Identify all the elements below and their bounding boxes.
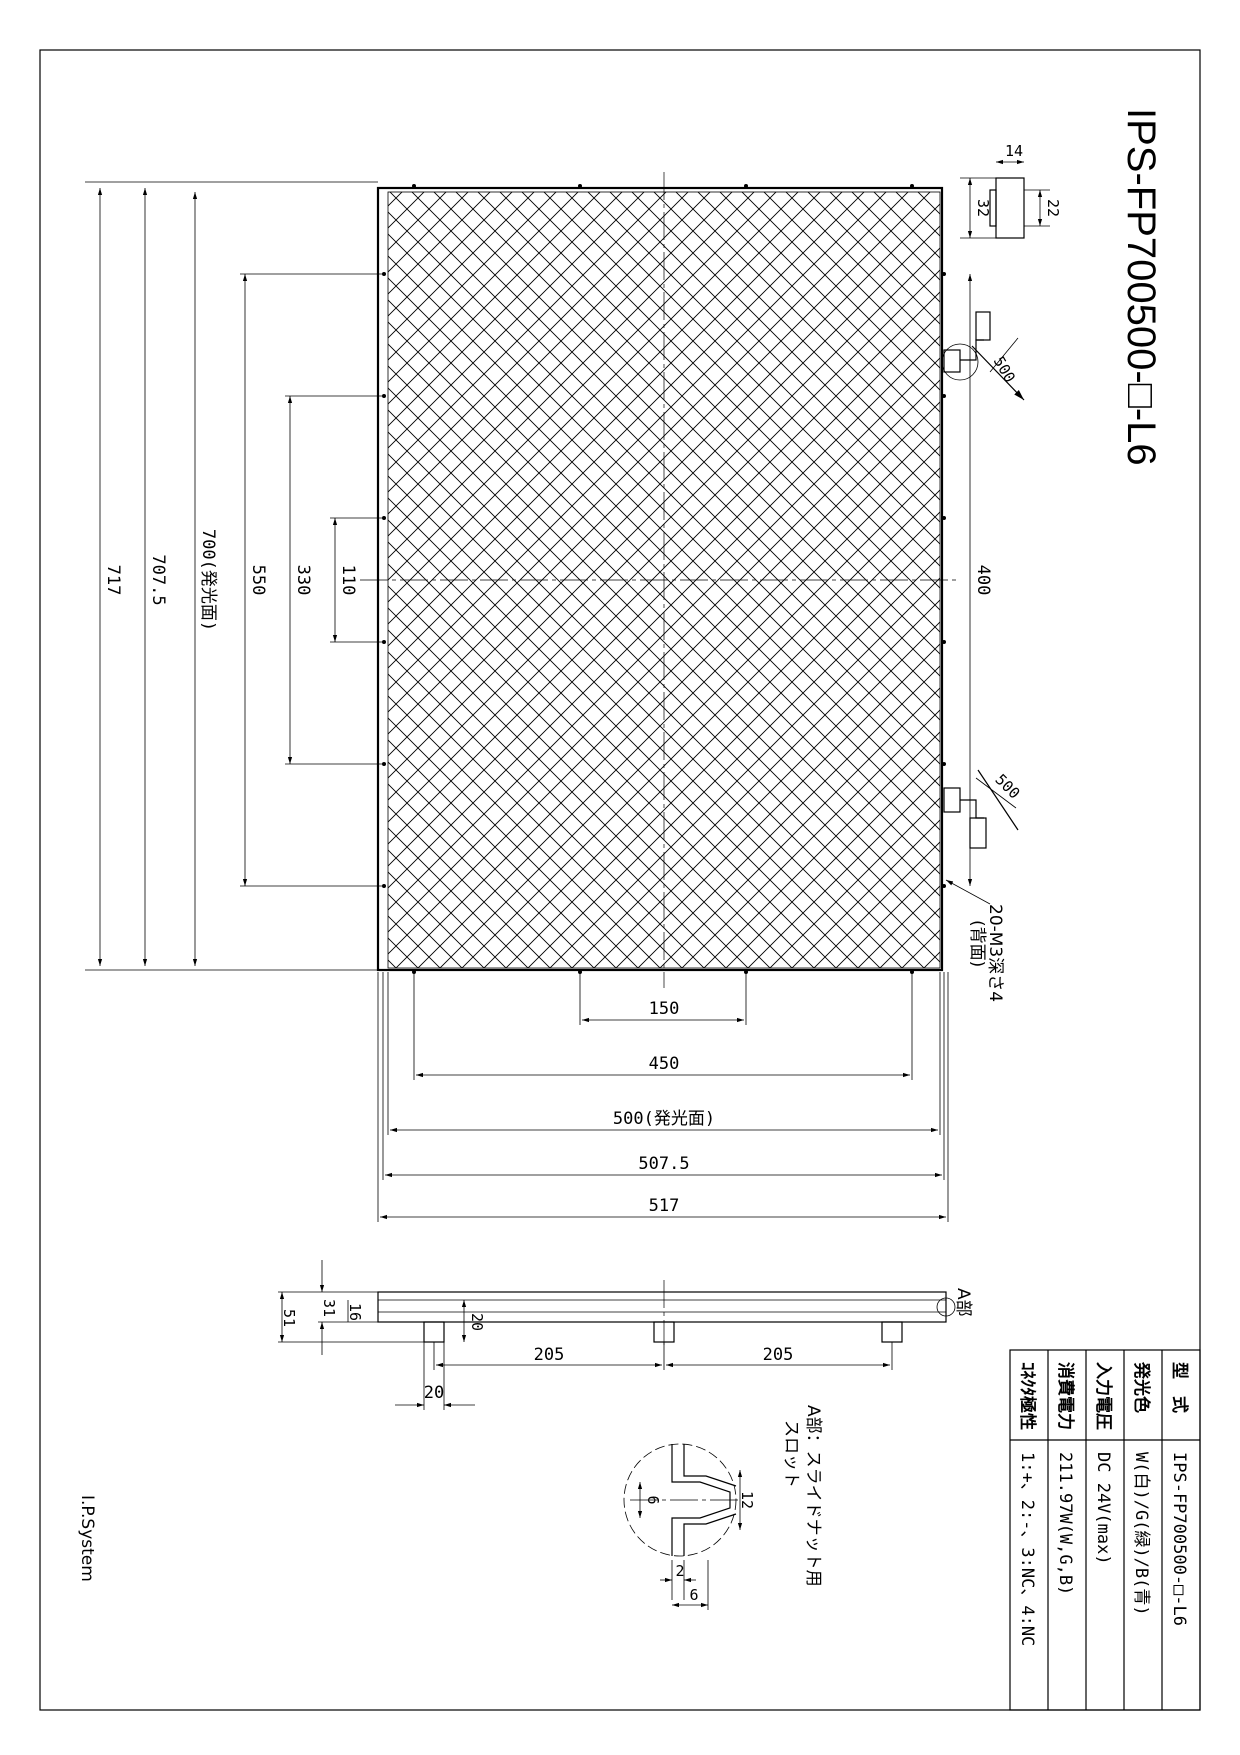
dim-550: 550 <box>248 565 268 596</box>
dim-400: 400 <box>973 565 993 596</box>
model-title: IPS-FP700500-□-L6 <box>1119 108 1163 466</box>
detail-title: A部：スライドナット用 <box>803 1405 823 1587</box>
spec-table <box>1009 1349 1201 1711</box>
label-part-a: A部 <box>953 1288 973 1317</box>
dim-side-205-left: 205 <box>534 1345 565 1365</box>
side-view <box>278 1260 956 1410</box>
dim-517: 517 <box>649 1196 680 1216</box>
dim-detail-12: 12 <box>738 1491 756 1509</box>
spec-label-0: 型 式 <box>1169 1362 1190 1413</box>
dim-330: 330 <box>293 565 313 596</box>
dim-detail-6-vertical: 6 <box>644 1495 662 1504</box>
dim-detail-2: 2 <box>675 1562 684 1580</box>
spec-value-3: 211.97W(W,G,B) <box>1055 1452 1075 1595</box>
spec-value-0: IPS-FP700500-□-L6 <box>1169 1452 1189 1626</box>
dim-700-emission: 700(発光面) <box>198 529 218 631</box>
dim-707-5: 707.5 <box>148 554 168 605</box>
cable-connector-top <box>941 311 1025 401</box>
dim-150: 150 <box>649 999 680 1019</box>
connector-detail <box>960 159 1050 239</box>
dim-side-20-horizontal: 20 <box>424 1383 444 1403</box>
spec-value-4: 1:+、2:-、3:NC、4:NC <box>1017 1452 1037 1646</box>
top-view: 14 22 32 500 500 20-M3深さ4 (背面) <box>360 142 1062 1002</box>
dim-side-20-vertical: 20 <box>468 1313 486 1331</box>
spec-value-1: W(白)/G(緑)/B(青) <box>1131 1452 1151 1616</box>
spec-value-2: DC 24V(max) <box>1093 1452 1113 1565</box>
dim-connector-22: 22 <box>1044 199 1062 217</box>
detail-title-2: スロット <box>781 1420 801 1488</box>
dim-connector-32: 32 <box>974 199 992 217</box>
dim-side-16: 16 <box>346 1303 364 1321</box>
dim-717: 717 <box>103 565 123 596</box>
dim-connector-14: 14 <box>1005 142 1023 160</box>
stand-right <box>881 1321 903 1343</box>
vertical-dimensions <box>85 181 973 971</box>
stand-left <box>423 1321 445 1343</box>
note-holes-back: (背面) <box>967 920 987 967</box>
dim-side-31: 31 <box>320 1299 338 1317</box>
spec-label-3: 消費電力 <box>1055 1362 1076 1430</box>
company-name: I.P.System <box>77 1495 97 1582</box>
dim-cable-top: 500 <box>990 353 1019 385</box>
dim-side-51: 51 <box>280 1309 298 1327</box>
dim-side-205-right: 205 <box>763 1345 794 1365</box>
spec-label-1: 発光色 <box>1131 1361 1152 1413</box>
dim-detail-6-horizontal: 6 <box>689 1586 698 1604</box>
horizontal-dimensions <box>377 972 949 1222</box>
panel-outer-frame <box>376 186 944 972</box>
sheet-border <box>39 49 1201 1711</box>
spec-label-2: 入力電圧 <box>1093 1362 1114 1430</box>
note-holes: 20-M3深さ4 <box>985 904 1005 1002</box>
dim-500-emission: 500(発光面) <box>613 1109 715 1129</box>
dim-450: 450 <box>649 1054 680 1074</box>
spec-label-4: ｺﾈｸﾀ極性 <box>1017 1362 1038 1430</box>
dim-110: 110 <box>338 565 358 596</box>
detail-a <box>623 1443 743 1610</box>
dim-507-5: 507.5 <box>638 1154 689 1174</box>
